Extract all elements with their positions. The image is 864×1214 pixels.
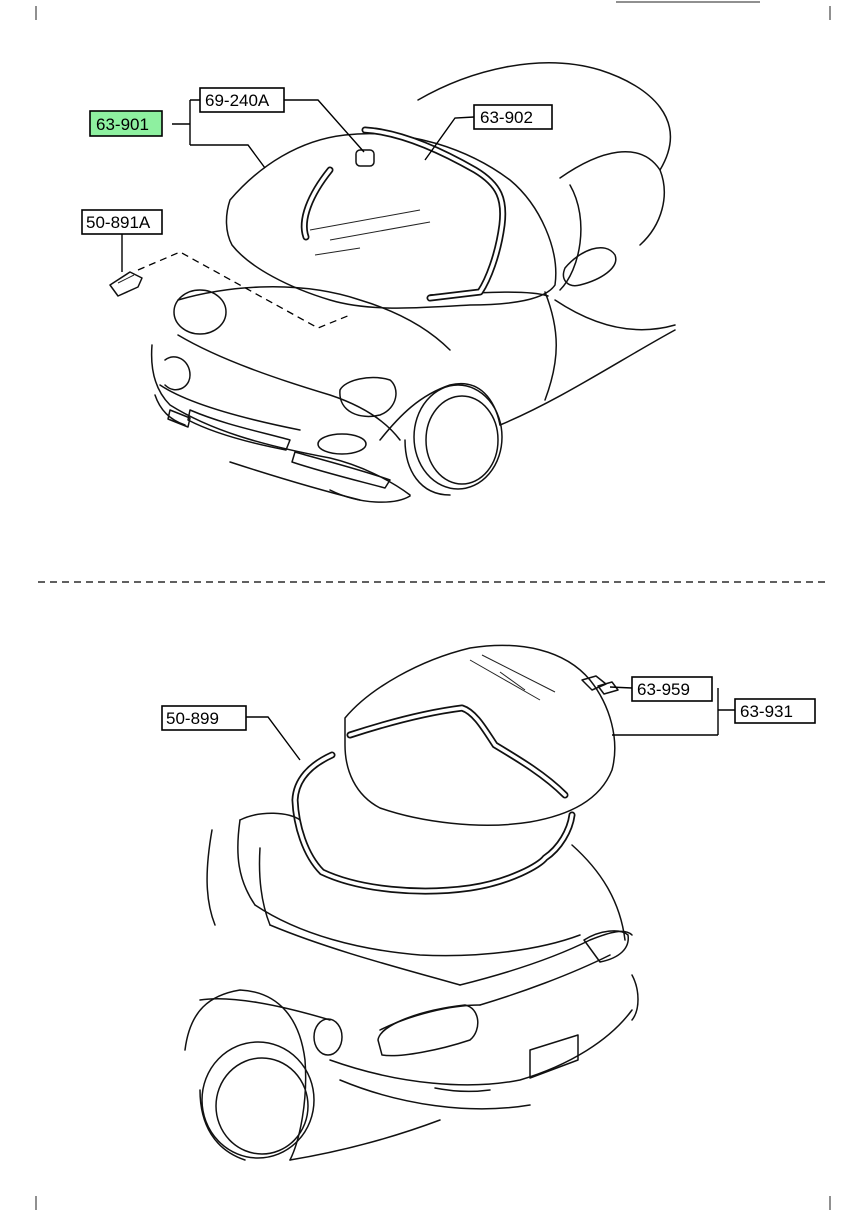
callout-50-899[interactable]: 50-899 <box>161 705 247 731</box>
rear-car-illustration <box>184 812 639 1161</box>
windshield-molding <box>361 126 507 302</box>
washer-nozzle-part <box>109 271 143 297</box>
callout-label: 69-240A <box>205 91 270 110</box>
callout-63-901[interactable]: 63-901 <box>89 110 163 137</box>
callout-label: 63-902 <box>480 108 533 127</box>
callout-label: 63-931 <box>740 702 793 721</box>
rear-leaders <box>246 686 735 761</box>
rear-window <box>344 644 616 826</box>
callout-label: 50-891A <box>86 213 151 232</box>
rear-clip-part <box>581 675 619 695</box>
callout-50-891A[interactable]: 50-891A <box>81 209 163 235</box>
front-leaders <box>121 99 475 329</box>
callout-69-240A[interactable]: 69-240A <box>199 87 285 113</box>
callout-label: 50-899 <box>166 709 219 728</box>
mirror-base-part <box>355 149 375 167</box>
windshield <box>225 132 557 309</box>
callout-63-959[interactable]: 63-959 <box>631 676 713 702</box>
callout-63-902[interactable]: 63-902 <box>473 104 553 130</box>
front-car-illustration <box>150 62 676 503</box>
callout-label: 63-901 <box>96 115 149 134</box>
callout-63-931[interactable]: 63-931 <box>734 698 816 724</box>
crop-marks <box>35 1 831 1210</box>
rear-molding <box>291 751 576 895</box>
callout-label: 63-959 <box>637 680 690 699</box>
